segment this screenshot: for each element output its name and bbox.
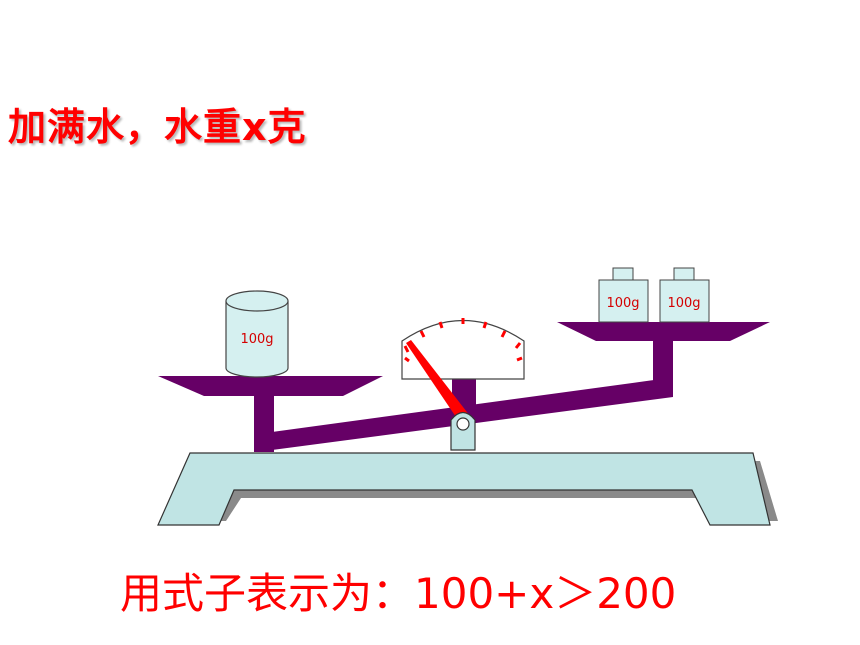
pivot-pin (456, 417, 470, 431)
weight-2 (659, 267, 710, 323)
weight-2-label: 100g (667, 296, 700, 311)
title-text: 加满水，水重x克 (8, 105, 307, 149)
dial-ticks (403, 318, 523, 363)
dial-needle (406, 340, 470, 420)
left-pan-post (254, 396, 274, 452)
formula-text: 用式子表示为：100+x＞200 (120, 569, 677, 618)
water-container (225, 290, 289, 378)
weight-1-label: 100g (606, 296, 639, 311)
weight-1 (598, 267, 649, 323)
right-pan (557, 322, 770, 341)
container-weight-label: 100g (240, 332, 273, 347)
dial-face (401, 319, 525, 380)
scale-base (157, 452, 771, 526)
left-pan (158, 376, 383, 396)
